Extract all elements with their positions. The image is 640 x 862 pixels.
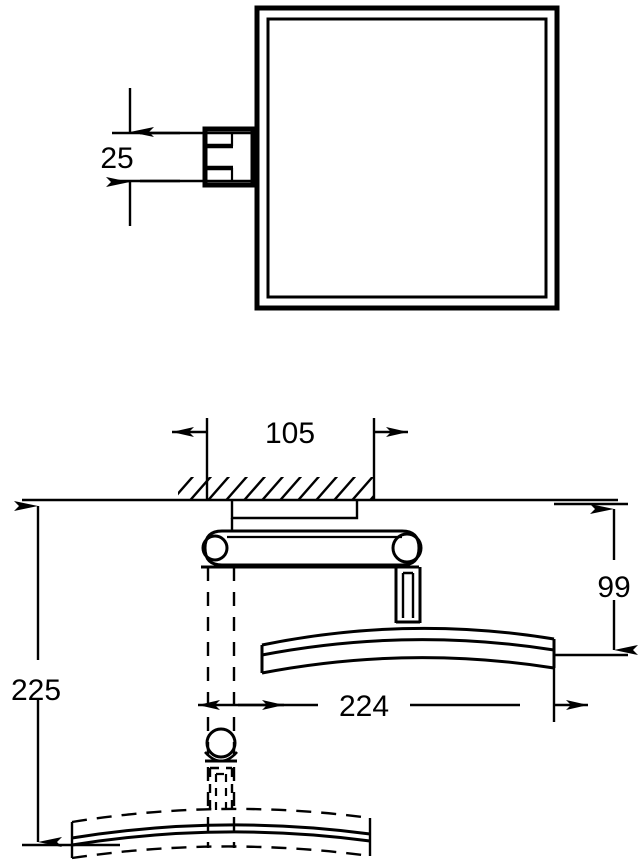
arm-connector-block bbox=[202, 126, 256, 188]
bottom-view-group: 225 bbox=[11, 501, 372, 860]
mirror-profile-top-face bbox=[261, 626, 555, 647]
dimension-25-group: 25 bbox=[100, 88, 180, 226]
dimension-224-group: 224 bbox=[198, 690, 588, 723]
phantom-stem-inner-slot bbox=[214, 772, 228, 812]
mirror-swivel-stem bbox=[394, 567, 422, 623]
phantom-mirror-top-outline bbox=[71, 807, 371, 824]
front-view-group: 25 bbox=[100, 5, 560, 311]
phantom-mirror-face-line-2 bbox=[71, 830, 371, 847]
dim-99-label: 99 bbox=[597, 571, 630, 604]
mirror-swivel-stem-slot bbox=[401, 571, 415, 618]
mirror-profile-bottom-face bbox=[261, 656, 555, 675]
wall-pivot-circle bbox=[201, 534, 229, 562]
mirror-outer-frame bbox=[254, 5, 560, 311]
side-view-group: 105 bbox=[22, 417, 638, 723]
dimension-225-group: 225 bbox=[11, 501, 62, 847]
bottom-view-pivot-circle bbox=[205, 727, 237, 759]
dimension-99-group: 99 bbox=[554, 502, 638, 657]
wall-back-plate bbox=[230, 500, 359, 520]
phantom-stem-slot bbox=[208, 766, 234, 812]
phantom-mirror-bottom-outline bbox=[71, 845, 371, 860]
dim-25-label: 25 bbox=[100, 142, 133, 175]
mirror-pivot-circle bbox=[391, 532, 423, 564]
dim-105-label: 105 bbox=[265, 417, 315, 450]
phantom-mirror-face-line bbox=[71, 823, 371, 840]
dim-225-label: 225 bbox=[11, 674, 61, 707]
mirror-inner-bezel bbox=[266, 17, 548, 299]
dimension-105-group: 105 bbox=[172, 417, 408, 500]
dim-224-label: 224 bbox=[339, 690, 389, 723]
wall-section-hatching bbox=[178, 477, 375, 501]
mirror-profile-glass-line bbox=[261, 638, 555, 657]
